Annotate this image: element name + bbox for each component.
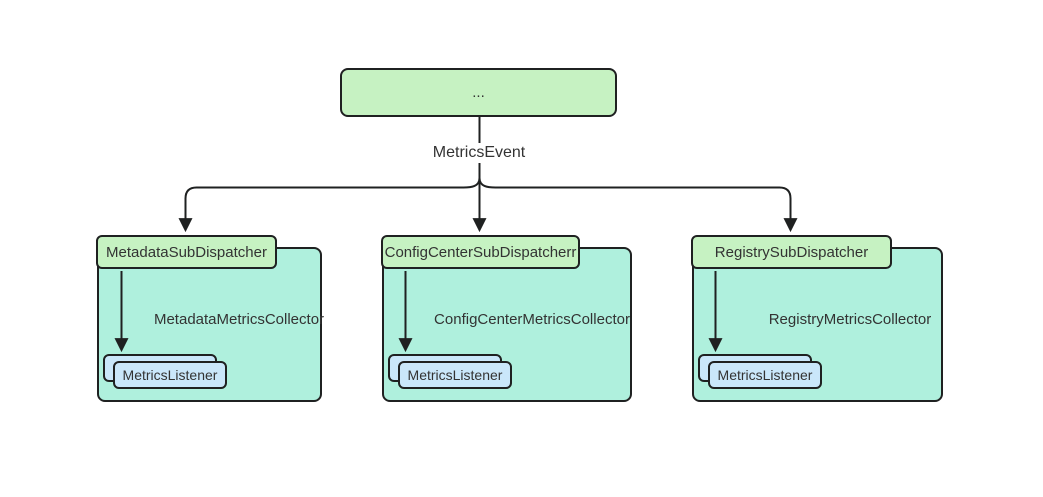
node-metrics-listener: MetricsListener: [113, 361, 227, 389]
node-metadata-sub-dispatcher: MetadataSubDispatcher: [96, 235, 277, 269]
node-metrics-listener: MetricsListener: [708, 361, 822, 389]
root-node: ...: [340, 68, 617, 117]
edge-root-to-registry-dispatcher: [478, 177, 798, 233]
node-metrics-listener: MetricsListener: [398, 361, 512, 389]
edge-label-metrics-event: MetricsEvent: [426, 143, 532, 163]
cluster-label-registry-metrics-collector: RegistryMetricsCollector: [768, 311, 932, 328]
node-configcenter-sub-dispatcher: ConfigCenterSubDispatcherr: [381, 235, 580, 269]
cluster-label-metadata-metrics-collector: MetadataMetricsCollector: [153, 311, 325, 328]
cluster-label-configcenter-metrics-collector: ConfigCenterMetricsCollector: [434, 311, 630, 328]
node-registry-sub-dispatcher: RegistrySubDispatcher: [691, 235, 892, 269]
edge-root-to-metadata-dispatcher: [178, 177, 481, 233]
